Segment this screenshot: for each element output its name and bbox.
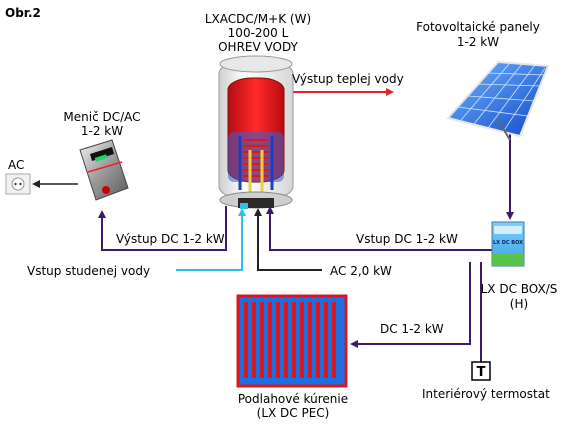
ac-outlet-icon (5, 173, 31, 195)
boiler-to-inverter-line (98, 206, 227, 251)
dcbox-to-boiler-line (266, 206, 492, 251)
pv-panels-label-line1: Fotovoltaické panely (416, 20, 540, 34)
floor-heating-dc-label: DC 1-2 kW (380, 322, 444, 336)
boiler-title-line3: OHREV VODY (218, 40, 298, 54)
boiler-title-line1: LXACDC/M+K (W) (204, 12, 312, 26)
dc-box-label-line1: LX DC BOX/S (480, 282, 558, 296)
boiler-tank (218, 55, 294, 209)
thermostat-icon: T (471, 361, 491, 381)
dc-output-left-label: Výstup DC 1-2 kW (116, 232, 225, 246)
pv-panel (446, 60, 550, 141)
dcbox-to-floor-line (350, 262, 471, 348)
cold-water-input-label: Vstup studenej vody (27, 264, 151, 278)
ac-input-label: AC 2,0 kW (330, 264, 392, 278)
dc-box-device: LX DC BOX (491, 221, 525, 267)
heating-coil (244, 139, 268, 177)
thermostat-symbol: T (477, 365, 486, 380)
floor-heating-label-line1: Podlahové kúrenie (237, 392, 349, 406)
dc-box-device-text: LX DC BOX (493, 240, 523, 246)
inverter-label-line1: Menič DC/AC (63, 110, 141, 124)
inverter-label-line2: 1-2 kW (80, 124, 124, 138)
dc-box-label-line2: (H) (509, 297, 529, 311)
ac-input-line (254, 208, 322, 271)
inverter-device (79, 139, 129, 201)
cold-water-line (176, 208, 246, 271)
thermostat-label: Interiérový termostat (422, 387, 550, 401)
hot-water-output-label: Výstup teplej vody (292, 72, 404, 86)
dc-input-right-label: Vstup DC 1-2 kW (356, 232, 458, 246)
ac-outlet-label: AC (8, 158, 25, 172)
figure-label: Obr.2 (5, 6, 41, 20)
floor-heating-label-line2: (LX DC PEC) (256, 406, 330, 420)
boiler-title-line2: 100-200 L (227, 26, 289, 40)
floor-heating-panel (236, 294, 348, 388)
pv-panels-label-line2: 1-2 kW (456, 35, 500, 49)
